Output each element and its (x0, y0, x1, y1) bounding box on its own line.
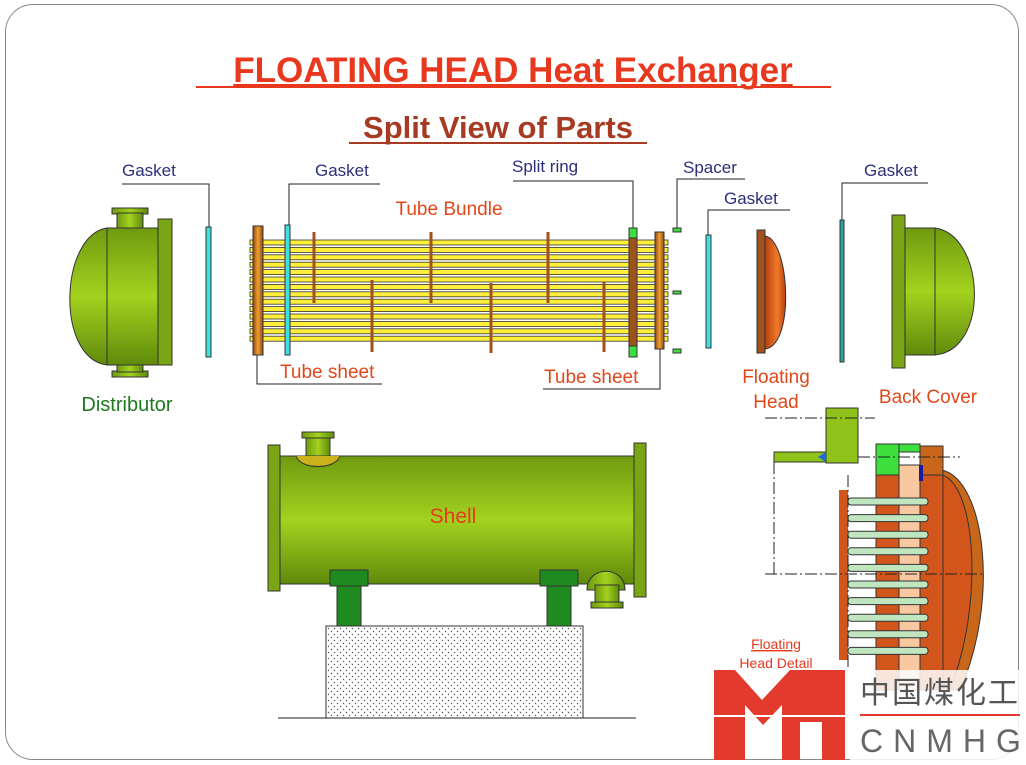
tube (249, 261, 669, 268)
baffle (489, 283, 493, 353)
gasket-2-label: Gasket (315, 161, 369, 180)
detail-tube (847, 580, 929, 589)
split-ring-label: Split ring (512, 157, 578, 176)
shell-label: Shell (430, 505, 477, 528)
gasket-1-label: Gasket (122, 161, 176, 180)
gasket-3 (705, 234, 712, 349)
distributor (69, 207, 173, 378)
tube (249, 239, 669, 246)
baffles (312, 232, 606, 353)
detail-tube (847, 597, 929, 606)
tube (249, 298, 669, 305)
page-title: FLOATING HEAD Heat Exchanger (233, 51, 793, 90)
detail-tube (847, 646, 929, 655)
floating-head-label-2: Head (753, 392, 798, 413)
tube (249, 320, 669, 327)
gasket-3-leader (707, 209, 790, 235)
gasket-1 (205, 226, 212, 358)
detail-tube (847, 547, 929, 556)
spacer-label: Spacer (683, 158, 737, 177)
foundation (325, 625, 584, 719)
page-subtitle: Split View of Parts (363, 110, 633, 145)
gasket-1-leader (122, 183, 210, 227)
tube (249, 335, 669, 342)
shell (267, 431, 647, 627)
gasket-2-leader (288, 183, 380, 225)
tube (249, 276, 669, 283)
gasket-3-label: Gasket (724, 189, 778, 208)
tube-sheet-left-label: Tube sheet (280, 362, 375, 383)
split-ring (628, 227, 638, 358)
spacer-leader (676, 178, 745, 228)
baffle (312, 232, 316, 303)
tube (249, 313, 669, 320)
tube-bundle-label: Tube Bundle (395, 199, 502, 220)
baffle (370, 280, 374, 352)
tube-bundle (249, 239, 669, 342)
detail-tube (847, 630, 929, 639)
back-cover-label: Back Cover (879, 387, 978, 408)
baffle (602, 282, 606, 352)
detail-tube (847, 613, 929, 622)
gasket-2 (284, 224, 291, 356)
tube (249, 291, 669, 298)
tube-sheet-right-leader (543, 349, 661, 390)
detail-tube (847, 530, 929, 539)
tube-sheet-right-label: Tube sheet (544, 367, 639, 388)
tube (249, 306, 669, 313)
floating-head-label-1: Floating (742, 367, 810, 388)
detail-tube (847, 497, 929, 506)
tube-sheet-left-leader (256, 355, 382, 385)
split-ring-leader (513, 180, 634, 228)
logo-latin-text: CNMHG (860, 723, 1026, 759)
slide-frame (5, 4, 1019, 760)
detail-label-1: Floating (751, 636, 801, 652)
tube (249, 328, 669, 335)
baffle (429, 232, 433, 303)
detail-tube (847, 514, 929, 523)
floating-head-detail (765, 407, 985, 691)
cnmhg-logo: 中国煤化工 CNMHG (712, 670, 1026, 762)
back-cover (891, 214, 975, 369)
tube-sheet-left (252, 225, 264, 356)
gasket-4-leader (841, 182, 928, 220)
baffle (546, 232, 550, 303)
tube (249, 269, 669, 276)
distributor-label: Distributor (81, 394, 172, 416)
spacer (672, 227, 682, 354)
tube (249, 254, 669, 261)
floating-head (756, 229, 787, 354)
tube (249, 283, 669, 290)
tube (249, 246, 669, 253)
detail-tube (847, 563, 929, 572)
detail-label-2: Head Detail (739, 655, 812, 671)
logo-chinese-text: 中国煤化工 (860, 677, 1020, 710)
gasket-4 (839, 219, 845, 363)
gasket-4-label: Gasket (864, 161, 918, 180)
tube-sheet-right (654, 231, 665, 350)
